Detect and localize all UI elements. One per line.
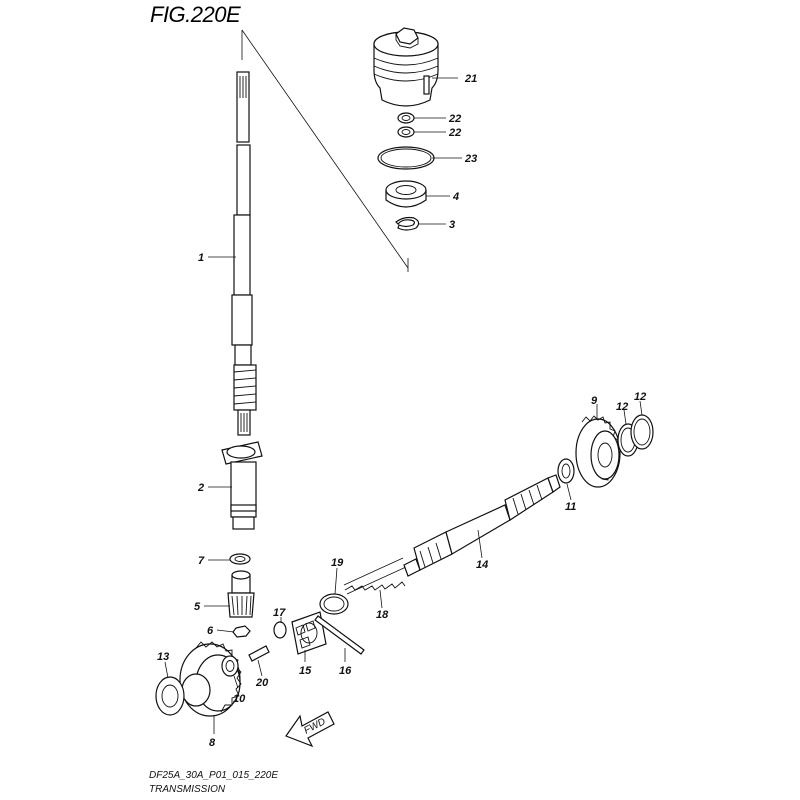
callout-23: 23 bbox=[464, 153, 477, 165]
clip-17 bbox=[273, 621, 287, 639]
leader-lines bbox=[164, 77, 643, 734]
washer-11 bbox=[557, 458, 575, 484]
cross-pin-16 bbox=[314, 615, 365, 655]
callout-2: 2 bbox=[197, 482, 204, 494]
callouts: 21 22 22 23 4 3 1 2 7 5 6 13 10 8 20 17 … bbox=[157, 73, 646, 749]
callout-6: 6 bbox=[207, 625, 214, 637]
fwd-arrow-icon: FWD bbox=[285, 711, 335, 748]
callout-7: 7 bbox=[198, 555, 205, 567]
washer-7 bbox=[229, 553, 251, 565]
callout-10: 10 bbox=[233, 693, 246, 705]
callout-13: 13 bbox=[157, 651, 169, 663]
callout-22b: 22 bbox=[448, 127, 461, 139]
callout-18: 18 bbox=[376, 609, 389, 621]
callout-3: 3 bbox=[449, 219, 455, 231]
callout-11: 11 bbox=[565, 501, 576, 513]
figure-subtitle: TRANSMISSION bbox=[149, 784, 226, 795]
washer-10 bbox=[221, 655, 239, 677]
callout-22a: 22 bbox=[448, 113, 461, 125]
driveshaft-sleeve bbox=[221, 441, 263, 530]
callout-17: 17 bbox=[273, 607, 286, 619]
callout-1: 1 bbox=[198, 252, 204, 264]
pinion-gear bbox=[227, 570, 255, 618]
callout-21: 21 bbox=[464, 73, 477, 85]
figure-title: FIG.220E bbox=[150, 2, 241, 27]
circlip-3 bbox=[395, 216, 420, 231]
oring-23 bbox=[377, 146, 435, 170]
callout-14: 14 bbox=[476, 559, 488, 571]
callout-16: 16 bbox=[339, 665, 352, 677]
callout-19: 19 bbox=[331, 557, 344, 569]
spacer-13 bbox=[155, 676, 185, 716]
driveshaft bbox=[231, 71, 257, 436]
callout-12b: 12 bbox=[634, 391, 646, 403]
detail-bracket bbox=[241, 29, 409, 272]
figure-code: DF25A_30A_P01_015_220E bbox=[149, 770, 278, 781]
callout-15: 15 bbox=[299, 665, 312, 677]
reverse-gear bbox=[179, 641, 242, 717]
bearing-4 bbox=[385, 180, 427, 208]
forward-gear bbox=[575, 415, 621, 488]
callout-5: 5 bbox=[194, 601, 201, 613]
propeller-shaft bbox=[403, 474, 561, 577]
oil-seal-22a bbox=[397, 112, 415, 124]
oil-seal-22b bbox=[397, 126, 415, 138]
callout-9: 9 bbox=[591, 395, 598, 407]
bearing-housing bbox=[373, 27, 439, 107]
pin-20 bbox=[248, 645, 270, 662]
callout-12a: 12 bbox=[616, 401, 628, 413]
spring-18 bbox=[343, 557, 407, 595]
callout-8: 8 bbox=[209, 737, 216, 749]
callout-4: 4 bbox=[452, 191, 459, 203]
callout-20: 20 bbox=[255, 677, 269, 689]
nut-6 bbox=[232, 625, 251, 638]
